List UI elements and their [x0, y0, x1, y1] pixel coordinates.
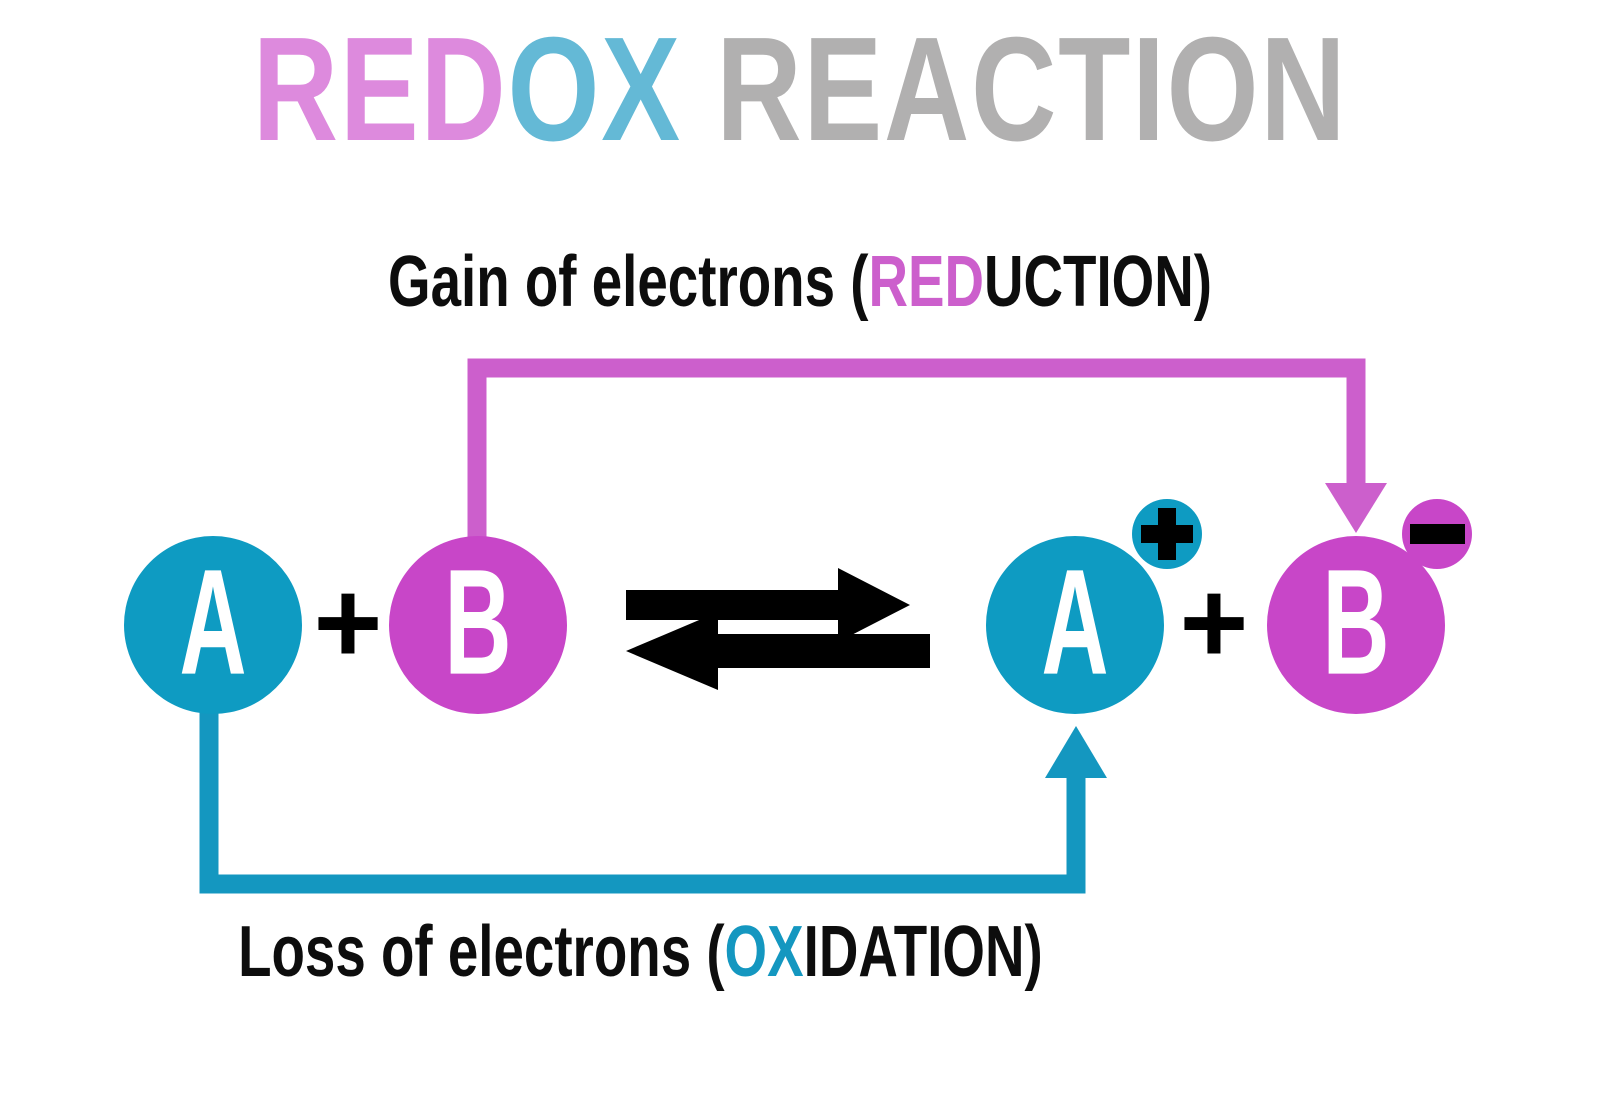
oxidation-path-line	[199, 712, 1086, 894]
page-title: REDOX REACTION	[160, 16, 1440, 164]
product-B-charge-badge	[1402, 499, 1472, 569]
product-A-label: A	[1041, 539, 1108, 706]
product-A-cation: A	[986, 499, 1202, 714]
title-part-reaction: REACTION	[681, 7, 1348, 172]
product-plus-operator: +	[1180, 557, 1249, 689]
plus-bar-vertical-icon	[1158, 508, 1176, 560]
reduction-path-line	[467, 358, 1366, 540]
oxidation-path	[199, 712, 1107, 894]
reduction-caption-highlight: RED	[868, 242, 984, 322]
oxidation-caption-prefix: Loss of electrons (	[238, 912, 725, 992]
reverse-arrow-icon	[626, 612, 930, 690]
product-B-anion: B	[1267, 499, 1472, 714]
forward-arrow-icon	[626, 568, 910, 642]
oxidation-caption-suffix: IDATION)	[803, 912, 1043, 992]
product-A-charge-badge	[1132, 499, 1202, 569]
reduction-caption-suffix: UCTION)	[983, 242, 1212, 322]
reduction-caption: Gain of electrons (REDUCTION)	[192, 246, 1408, 318]
reactant-B-label: B	[444, 539, 511, 706]
equilibrium-arrows-icon	[626, 568, 930, 690]
oxidation-caption-highlight: OX	[724, 912, 804, 992]
title-part-red: RED	[252, 7, 508, 172]
reduction-path	[467, 358, 1387, 540]
reactant-A-label: A	[179, 539, 246, 706]
oxidation-caption: Loss of electrons (OXIDATION)	[192, 916, 1408, 988]
title-part-ox: OX	[507, 7, 682, 172]
reactant-plus-operator: +	[314, 557, 383, 689]
product-B-label: B	[1322, 539, 1389, 706]
reactant-B: B	[389, 536, 567, 714]
reduction-arrowhead-icon	[1325, 483, 1387, 533]
minus-bar-icon	[1410, 524, 1465, 544]
product-A-circle	[986, 536, 1164, 714]
reactant-A-circle	[124, 536, 302, 714]
reduction-caption-prefix: Gain of electrons (	[388, 242, 869, 322]
oxidation-arrowhead-icon	[1045, 726, 1107, 778]
product-B-circle	[1267, 536, 1445, 714]
reactant-A: A	[124, 536, 302, 714]
reactant-B-circle	[389, 536, 567, 714]
